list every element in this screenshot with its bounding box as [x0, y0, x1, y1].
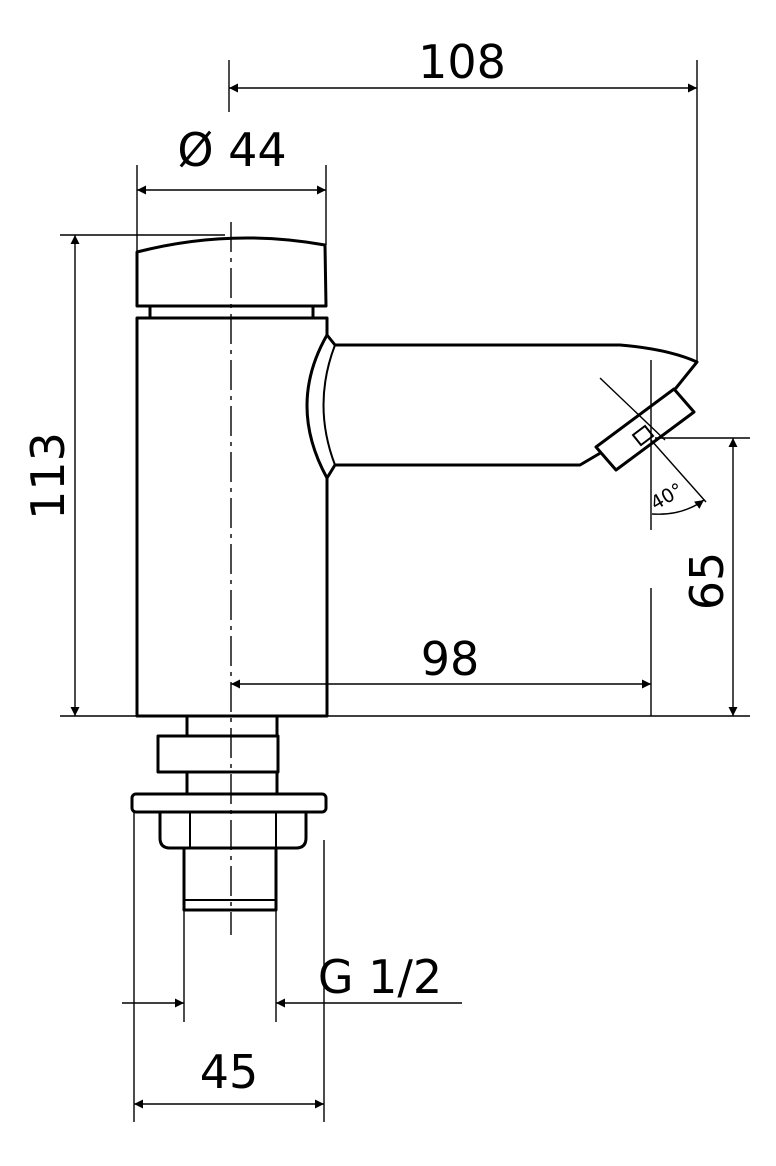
- dimension-head-diameter-label: Ø 44: [177, 123, 286, 177]
- aerator-slot: [631, 424, 655, 447]
- dimension-overall-reach: 108: [228, 35, 698, 362]
- dimension-thread: G 1/2: [122, 910, 462, 1022]
- washer-plate: [130, 792, 328, 814]
- dimension-outlet-angle-label: 40°: [647, 479, 687, 515]
- dimension-head-diameter: Ø 44: [136, 123, 327, 252]
- dimension-thread-label: G 1/2: [318, 950, 442, 1004]
- dimension-spout-reach: 98: [231, 588, 652, 716]
- dimension-overall-reach-label: 108: [418, 35, 506, 89]
- dimension-overall-height-label: 113: [21, 432, 75, 520]
- aerator: [594, 387, 696, 472]
- faucet-outline: [130, 236, 699, 912]
- hex-nut: [158, 810, 308, 850]
- mounting-shank: [185, 714, 279, 738]
- dimension-overall-height: 113: [21, 234, 225, 717]
- spout: [305, 333, 699, 480]
- dimension-spout-height-label: 65: [680, 552, 734, 611]
- faucet-body: [135, 316, 329, 718]
- spout-bevel: [322, 344, 336, 466]
- dimension-base-width: 45: [133, 812, 325, 1122]
- lock-nut: [156, 734, 280, 774]
- dimension-spout-reach-label: 98: [421, 632, 480, 686]
- lock-nut-inner: [185, 770, 279, 796]
- dimension-base-width-label: 45: [200, 1045, 259, 1099]
- dimension-spout-height: 65: [327, 437, 750, 717]
